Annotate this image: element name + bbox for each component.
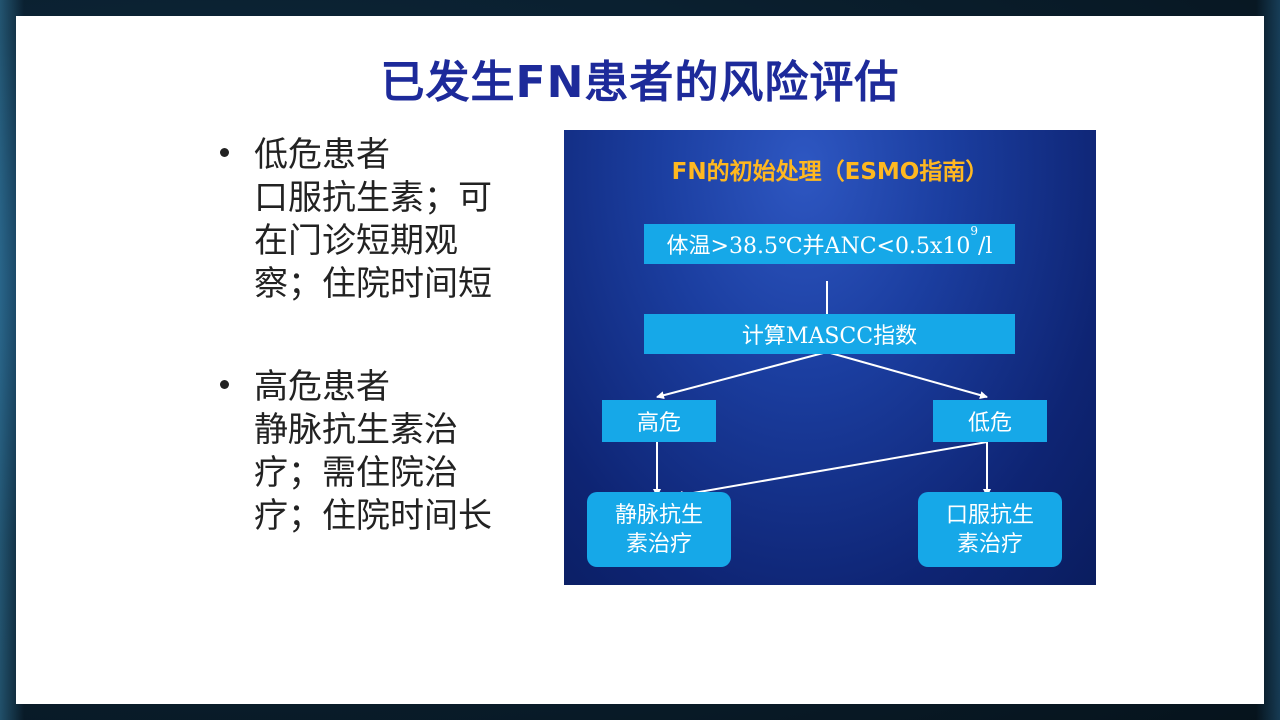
arrow-low-to-iv — [675, 441, 988, 499]
flow-arrows — [653, 281, 991, 499]
box-low-risk: 低危 — [933, 400, 1047, 442]
bullet-low-risk: 低危患者 口服抗生素；可在门诊短期观察；住院时间短 — [214, 134, 514, 306]
box-calc-mascc: 计算MASCC指数 — [644, 314, 1015, 354]
condition-text: 体温>38.5℃并ANC<0.5x10 — [666, 234, 971, 259]
bullet-list: 低危患者 口服抗生素；可在门诊短期观察；住院时间短 高危患者 静脉抗生素治疗；需… — [214, 134, 514, 598]
bullet-text: 静脉抗生素治疗；需住院治疗；住院时间长 — [254, 410, 492, 536]
bullet-dot — [220, 380, 229, 389]
box-text-line: 素治疗 — [625, 531, 692, 557]
bullet-text: 口服抗生素；可在门诊短期观察；住院时间短 — [254, 178, 492, 304]
slide: 已发生FN患者的风险评估 低危患者 口服抗生素；可在门诊短期观察；住院时间短 高… — [16, 16, 1264, 704]
slide-title: 已发生FN患者的风险评估 — [380, 57, 900, 108]
flowchart-panel: FN的初始处理（ESMO指南） 体温>38.5℃并ANC<0.5x109/l 计… — [564, 130, 1096, 585]
box-oral-antibiotics: 口服抗生 素治疗 — [918, 492, 1062, 567]
box-text-line: 素治疗 — [956, 531, 1023, 557]
box-text-line: 口服抗生 — [945, 502, 1034, 528]
arrow-calc-to-low — [826, 351, 988, 399]
condition-unit: /l — [978, 234, 993, 259]
flowchart-title: FN的初始处理（ESMO指南） — [671, 159, 989, 185]
arrow-calc-to-high — [656, 351, 828, 400]
bullet-heading: 高危患者 — [254, 367, 390, 407]
box-condition: 体温>38.5℃并ANC<0.5x109/l — [644, 224, 1015, 264]
bullet-high-risk: 高危患者 静脉抗生素治疗；需住院治疗；住院时间长 — [214, 366, 514, 538]
bullet-dot — [220, 148, 229, 157]
bullet-heading: 低危患者 — [254, 135, 390, 175]
box-high-risk: 高危 — [602, 400, 716, 442]
box-iv-antibiotics: 静脉抗生 素治疗 — [587, 492, 731, 567]
box-text-line: 静脉抗生 — [614, 502, 703, 528]
condition-exponent: 9 — [970, 224, 978, 238]
